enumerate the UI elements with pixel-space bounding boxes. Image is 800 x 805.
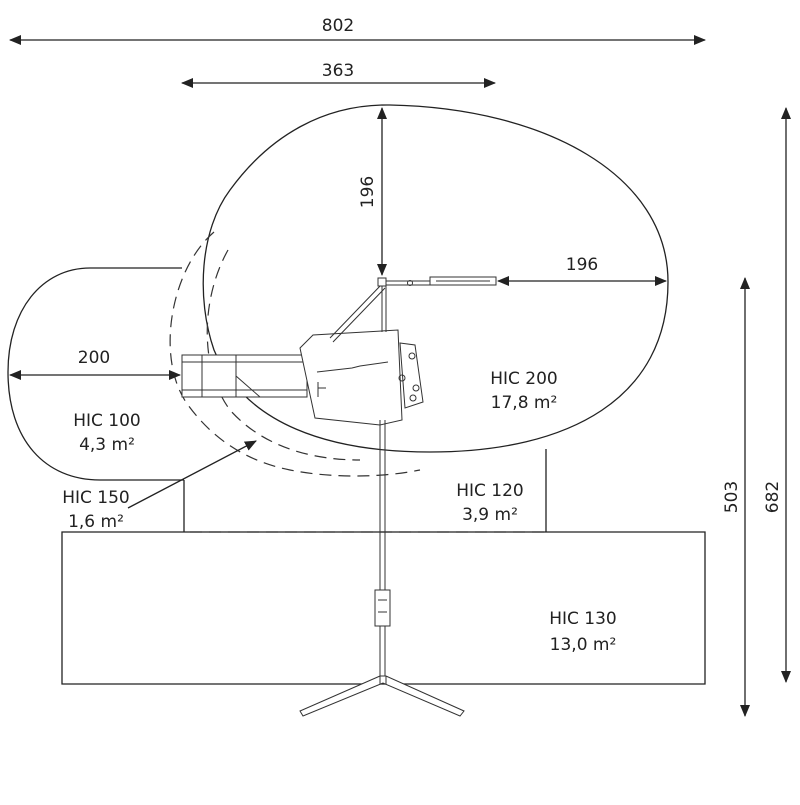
dim-radius-vertical: 196 [358,176,378,208]
slide [181,354,308,398]
rope-arm [381,282,387,332]
safety-zones [7,104,706,685]
zone-hic200-outline [202,104,669,453]
zone-hic120-code: HIC 120 [456,481,524,501]
zone-hic120-outline [183,449,547,532]
zone-hic120-area: 3,9 m² [462,505,518,525]
zone-hic200-area: 17,8 m² [491,393,558,413]
dim-total-width: 802 [322,16,354,36]
zone-hic130-outline [61,531,706,685]
zone-hic100-outline [7,267,184,481]
zone-hic130-area: 13,0 m² [550,635,617,655]
leader-hic150 [127,440,257,509]
zone-hic200-code: HIC 200 [490,369,558,389]
zone-hic150-dashed [169,231,421,477]
zone-labels: HIC 100 4,3 m² HIC 150 1,6 m² HIC 200 17… [62,369,617,655]
equipment [181,276,497,717]
zone-hic150-area: 1,6 m² [68,512,124,532]
dim-radius-horizontal: 196 [566,255,598,275]
dim-height-inner: 503 [722,481,742,513]
tripod-base [299,675,465,717]
zone-hic130-code: HIC 130 [549,609,617,629]
zone-hic100-code: HIC 100 [73,411,141,431]
zone-hic150-code: HIC 150 [62,488,130,508]
zone-hic100-area: 4,3 m² [79,435,135,455]
dim-partial-width: 363 [322,61,354,81]
dimension-labels: 802 363 196 196 200 503 682 [78,16,783,513]
dim-height-total: 682 [763,481,783,513]
dimension-lines [9,35,791,717]
climbing-wall [399,342,424,409]
pole-handle [374,589,391,627]
central-pole [379,420,386,680]
dim-left-zone-width: 200 [78,348,110,368]
platform-deck [299,329,403,426]
